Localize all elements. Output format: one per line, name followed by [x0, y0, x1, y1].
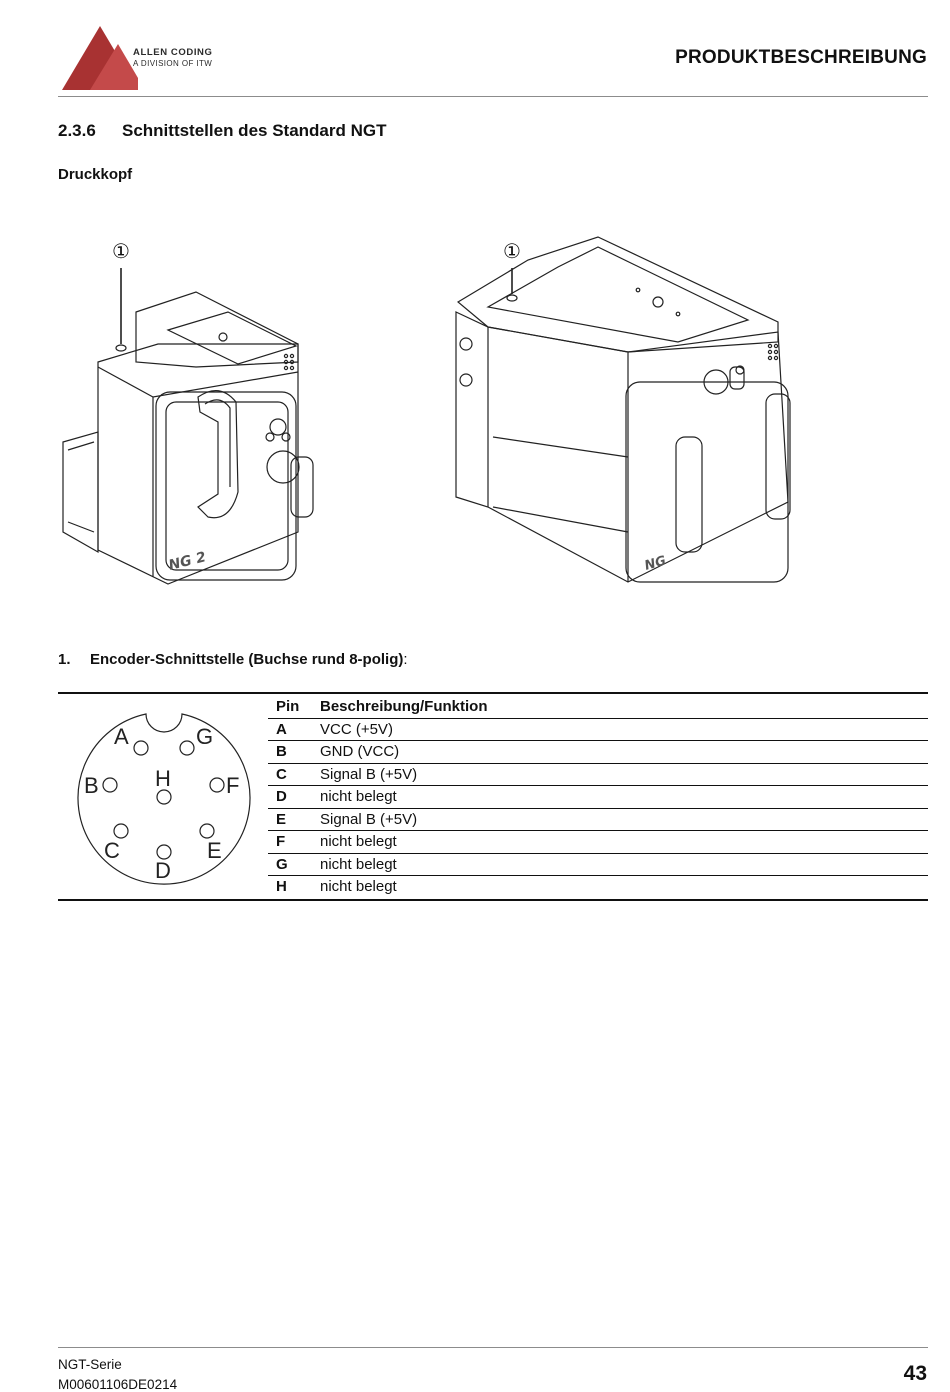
function-cell: nicht belegt	[312, 830, 928, 854]
pin-hole-e	[199, 823, 215, 839]
list-item-encoder: 1. Encoder-Schnittstelle (Buchse rund 8-p…	[58, 651, 408, 668]
list-text: Encoder-Schnittstelle (Buchse rund 8-pol…	[90, 651, 404, 668]
header-rule	[58, 96, 928, 97]
pin-letter-h: H	[155, 766, 171, 791]
footer-series: NGT-Serie	[58, 1357, 122, 1372]
header-pin: Pin	[268, 696, 312, 719]
header-description: Beschreibung/Funktion	[312, 696, 928, 719]
logo-triangle-small	[90, 44, 138, 90]
pin-cell: D	[268, 785, 312, 809]
printhead-figure-right: ① NG	[455, 236, 791, 583]
brand-subtitle: A DIVISION OF ITW	[133, 59, 213, 68]
pin-letter-f: F	[226, 773, 239, 798]
pin-cell: A	[268, 718, 312, 741]
footer-doc-id: M00601106DE0214	[58, 1377, 178, 1392]
printhead-figure-left: ① NG 2	[62, 239, 314, 585]
pin-hole-c	[113, 823, 129, 839]
pin-cell: E	[268, 808, 312, 831]
function-cell: VCC (+5V)	[312, 718, 928, 741]
subheading: Druckkopf	[58, 166, 133, 183]
table-header-row: Pin Beschreibung/Funktion	[268, 696, 928, 719]
section-title: Schnittstellen des Standard NGT	[122, 121, 387, 140]
header-title: PRODUKTBESCHREIBUNG	[675, 47, 927, 68]
function-cell: Signal B (+5V)	[312, 763, 928, 786]
function-cell: GND (VCC)	[312, 740, 928, 764]
callout-marker-left: ①	[112, 239, 130, 263]
function-cell: nicht belegt	[312, 785, 928, 809]
pin-letter-g: G	[196, 724, 213, 749]
list-number: 1.	[58, 651, 71, 668]
pin-cell: C	[268, 763, 312, 786]
pin-hole-g	[179, 740, 195, 756]
function-cell: nicht belegt	[312, 853, 928, 876]
function-cell: nicht belegt	[320, 878, 397, 896]
pin-cell: H	[276, 878, 287, 896]
connector-diagram: A G B H F C E D	[77, 713, 251, 885]
section-heading: 2.3.6 Schnittstellen des Standard NGT	[58, 121, 387, 141]
pin-hole-f	[209, 777, 225, 793]
pin-letter-d: D	[155, 858, 171, 883]
pin-letter-b: B	[84, 773, 99, 798]
section-number: 2.3.6	[58, 121, 96, 140]
list-suffix: :	[403, 651, 408, 668]
pin-hole-d	[156, 844, 172, 860]
page-number: 43	[903, 1362, 927, 1385]
pin-letter-c: C	[104, 838, 120, 863]
pin-hole-b	[102, 777, 118, 793]
pin-cell: B	[268, 740, 312, 764]
pin-hole-h	[156, 789, 172, 805]
pin-cell: G	[268, 853, 312, 876]
footer-rule	[58, 1347, 928, 1348]
function-cell: Signal B (+5V)	[312, 808, 928, 831]
table-top-rule	[58, 692, 928, 694]
callout-marker-right: ①	[503, 239, 521, 263]
company-logo	[62, 26, 138, 90]
pin-letter-a: A	[114, 724, 129, 749]
table-bottom-rule	[58, 899, 928, 901]
pin-cell: F	[268, 830, 312, 854]
pin-hole-a	[133, 740, 149, 756]
ng-label: NG	[643, 553, 668, 573]
brand-name: ALLEN CODING	[133, 47, 213, 58]
pin-letter-e: E	[207, 838, 222, 863]
